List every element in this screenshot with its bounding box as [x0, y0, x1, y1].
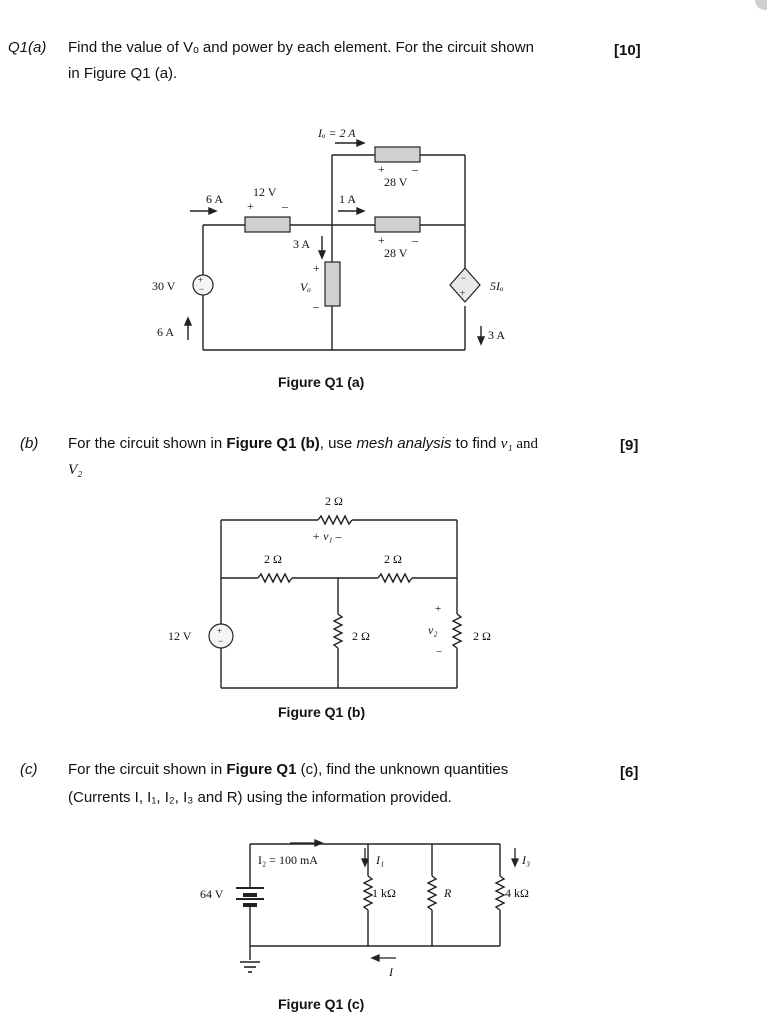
q1c-resistor-4k — [494, 875, 506, 911]
q1b-v1-label: + v₁ – — [312, 529, 343, 543]
q1a-resistor-mid-28v — [374, 216, 421, 233]
q1a-resistor-top-28v — [374, 146, 421, 163]
q1a-vo-plus: + — [313, 261, 320, 275]
q1a-resistor-vo — [324, 261, 341, 307]
q1c-1k-label: 1 kΩ — [372, 886, 396, 900]
q1b-v2-label: v₂ — [428, 623, 438, 637]
q1b-resistor-right — [377, 572, 413, 584]
q1b-r-mid: 2 Ω — [352, 629, 370, 643]
q1c-resistor-r — [426, 875, 438, 911]
q1c-4k-label: 4 kΩ — [505, 886, 529, 900]
q1c-r-label: R — [443, 886, 452, 900]
q1a-top-28v: 28 V — [384, 175, 408, 189]
q1c-battery-64v — [236, 887, 264, 907]
svg-text:−: − — [199, 284, 204, 294]
q1a-arrow-io — [356, 138, 366, 148]
q1b-figure-caption: Figure Q1 (b) — [278, 704, 366, 720]
q1b-voltage-source-12v — [208, 623, 234, 649]
q1b-r-top: 2 Ω — [325, 494, 343, 508]
q1c-64v: 64 V — [200, 887, 224, 901]
q1c-i1-label: I₁ — [375, 853, 384, 867]
q1a-arrow-6a-top — [208, 206, 218, 216]
q1b-resistor-top — [317, 514, 353, 526]
q1c-i3-label: I₃ — [521, 853, 530, 867]
q1a-12v-minus: – — [281, 199, 289, 213]
q1a-6a-top: 6 A — [206, 192, 223, 206]
q1b-r-left: 2 Ω — [264, 552, 282, 566]
svg-text:+: + — [217, 626, 222, 636]
q1b-r-far: 2 Ω — [473, 629, 491, 643]
q1b-resistor-left — [257, 572, 293, 584]
q1c-arrow-i1 — [361, 858, 369, 868]
q1a-dep-label: 5Iₒ — [490, 279, 504, 293]
q1c-arrow-i3 — [511, 858, 519, 868]
q1b-text: For the circuit shown in Figure Q1 (b), … — [68, 435, 538, 452]
q1b-resistor-mid — [332, 613, 344, 649]
q1a-30v: 30 V — [152, 279, 176, 293]
q1a-voltage-source-30v — [192, 274, 214, 296]
q1c-resistor-1k — [362, 875, 374, 911]
q1c-i-label: I — [388, 965, 394, 979]
q1a-1a: 1 A — [339, 192, 356, 206]
q1c-i2-label: I₂ = 100 mA — [258, 853, 318, 867]
q1c-ground-icon — [240, 961, 260, 973]
q1a-text-line1: Find the value of Vₒ and power by each e… — [68, 39, 534, 56]
q1a-6a-left: 6 A — [157, 325, 174, 339]
q1a-figure-caption: Figure Q1 (a) — [278, 374, 365, 390]
q1c-text-line2: (Currents I, I₁, I₂, I₃ and R) using the… — [68, 789, 452, 806]
q1a-top-minus: – — [411, 162, 419, 176]
q1a-label: Q1(a) — [8, 39, 47, 56]
q1a-mid-minus: – — [411, 233, 419, 247]
page-corner-decoration — [755, 0, 767, 10]
q1a-3a-right: 3 A — [488, 328, 505, 342]
q1b-r-right: 2 Ω — [384, 552, 402, 566]
q1a-dependent-source — [449, 267, 481, 303]
q1b-resistor-far — [451, 613, 463, 649]
q1a-3a-mid: 3 A — [293, 237, 310, 251]
q1c-marks: [6] — [620, 764, 639, 781]
q1c-label: (c) — [20, 761, 38, 778]
svg-text:−: − — [218, 636, 223, 646]
q1b-12v: 12 V — [168, 629, 192, 643]
q1a-mid-28v: 28 V — [384, 246, 408, 260]
svg-text:−: − — [461, 273, 466, 283]
q1c-arrow-i — [370, 954, 380, 962]
q1a-arrow-6a-left — [183, 316, 193, 326]
svg-text:−: − — [436, 646, 442, 658]
svg-text:+: + — [435, 603, 441, 615]
q1a-text-line2: in Figure Q1 (a). — [68, 65, 178, 82]
q1a-12v: 12 V — [253, 185, 277, 199]
q1a-resistor-12v — [244, 216, 291, 233]
q1b-v2-text: V₂ — [68, 462, 83, 478]
q1a-mid-plus: + — [378, 233, 385, 247]
q1a-vo-minus: – — [312, 299, 320, 313]
q1c-arrow-i2 — [314, 839, 324, 847]
q1c-text-line1: For the circuit shown in Figure Q1 (c), … — [68, 761, 509, 778]
q1a-vo-label: Vₒ — [300, 280, 311, 294]
q1a-arrow-3a-right — [476, 336, 486, 346]
q1a-marks: [10] — [614, 42, 641, 59]
q1a-12v-plus: + — [247, 199, 254, 213]
q1a-io-label: Iₒ = 2 A — [317, 126, 356, 140]
q1b-label: (b) — [20, 435, 39, 452]
q1a-arrow-3a-mid — [317, 250, 327, 260]
svg-text:+: + — [198, 275, 203, 285]
q1a-top-plus: + — [378, 162, 385, 176]
q1c-figure-caption: Figure Q1 (c) — [278, 996, 365, 1012]
q1b-marks: [9] — [620, 437, 639, 454]
svg-text:+: + — [460, 288, 465, 298]
q1a-arrow-1a — [356, 206, 366, 216]
